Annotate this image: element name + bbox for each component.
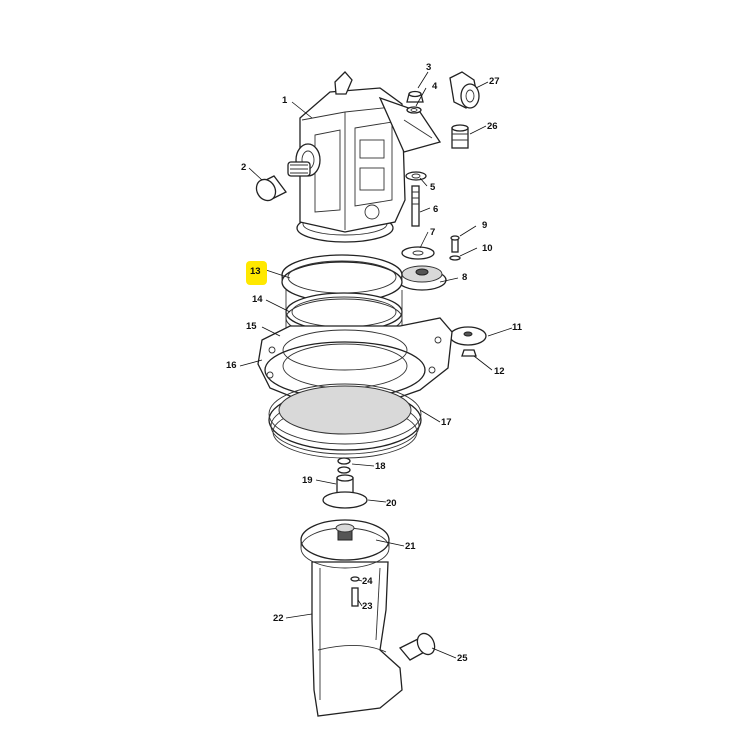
part-7-washer[interactable] xyxy=(401,246,435,260)
callout-7[interactable]: 7 xyxy=(430,227,435,238)
part-9-bolt[interactable] xyxy=(450,235,460,253)
part-5-washer[interactable] xyxy=(405,171,427,181)
callout-13[interactable]: 13 xyxy=(250,266,261,277)
callout-1[interactable]: 1 xyxy=(282,95,288,106)
part-21-gear-spindle[interactable] xyxy=(335,523,355,541)
part-17-grooved-ring[interactable] xyxy=(268,383,422,459)
callout-20[interactable]: 20 xyxy=(386,498,397,509)
part-3-nut[interactable] xyxy=(406,90,424,103)
callout-5[interactable]: 5 xyxy=(430,182,436,193)
part-8-pulley[interactable] xyxy=(397,265,447,291)
callout-10[interactable]: 10 xyxy=(482,243,493,254)
callout-25[interactable]: 25 xyxy=(457,653,468,664)
callout-21[interactable]: 21 xyxy=(405,541,416,552)
callout-16[interactable]: 16 xyxy=(226,360,237,371)
callout-18[interactable]: 18 xyxy=(375,461,386,472)
part-2-sleeve[interactable] xyxy=(253,175,287,204)
part-22-lower-leg[interactable] xyxy=(300,519,403,717)
callout-11[interactable]: 11 xyxy=(512,322,523,333)
part-11-disc[interactable] xyxy=(449,326,487,346)
part-15-seal[interactable] xyxy=(282,329,408,371)
part-1-gear-housing[interactable] xyxy=(287,71,442,243)
part-10-washer[interactable] xyxy=(449,255,461,261)
callout-6[interactable]: 6 xyxy=(433,204,438,215)
callout-4[interactable]: 4 xyxy=(432,81,438,92)
part-26-fitting[interactable] xyxy=(451,124,469,149)
callout-27[interactable]: 27 xyxy=(489,76,500,87)
part-18-ring[interactable] xyxy=(337,457,351,474)
part-12-nut[interactable] xyxy=(461,349,477,357)
callout-9[interactable]: 9 xyxy=(482,220,487,231)
highlight-13 xyxy=(246,261,267,285)
callout-17[interactable]: 17 xyxy=(441,417,452,428)
callout-22[interactable]: 22 xyxy=(273,613,284,624)
callout-8[interactable]: 8 xyxy=(462,272,467,283)
callout-19[interactable]: 19 xyxy=(302,475,313,486)
leader-lines xyxy=(239,71,513,659)
part-6-stud[interactable] xyxy=(411,185,420,227)
part-27-elbow-fitting[interactable] xyxy=(449,71,480,109)
callout-12[interactable]: 12 xyxy=(494,366,505,377)
part-23-bolt[interactable] xyxy=(351,587,359,607)
part-25-plug[interactable] xyxy=(398,631,438,661)
callout-23[interactable]: 23 xyxy=(362,601,373,612)
callout-15[interactable]: 15 xyxy=(246,321,257,332)
part-24-washer[interactable] xyxy=(350,576,360,582)
callout-3[interactable]: 3 xyxy=(426,62,431,73)
part-20-o-ring[interactable] xyxy=(322,491,368,509)
callout-26[interactable]: 26 xyxy=(487,121,498,132)
callout-2[interactable]: 2 xyxy=(241,162,246,173)
callout-14[interactable]: 14 xyxy=(252,294,263,305)
part-4-washer[interactable] xyxy=(406,106,422,114)
callout-24[interactable]: 24 xyxy=(362,576,373,587)
